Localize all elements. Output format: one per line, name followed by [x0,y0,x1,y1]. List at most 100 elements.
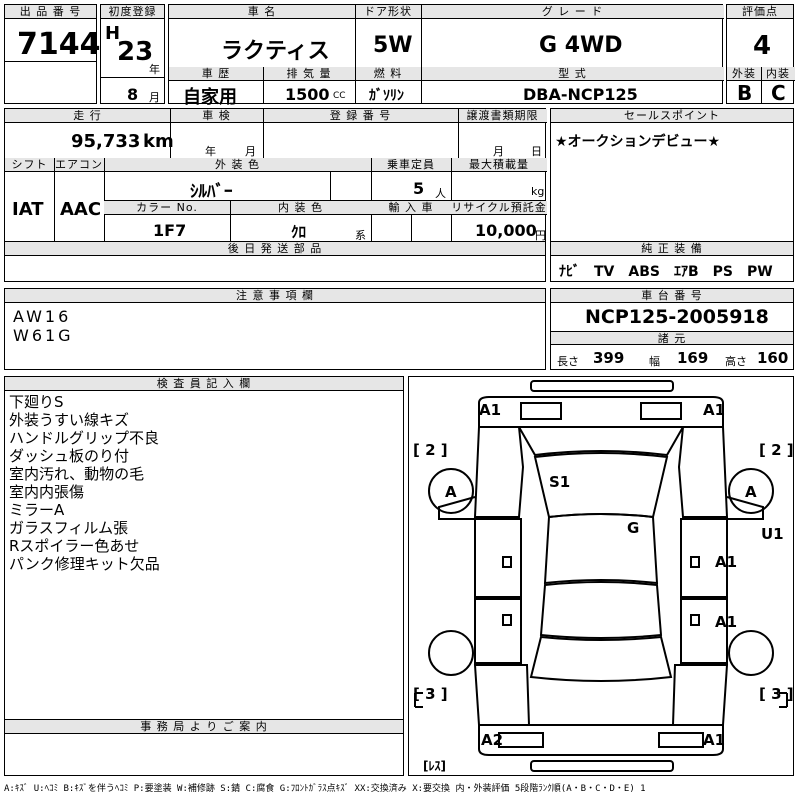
mileage: 95,733 [71,131,141,152]
chassis-label: 車 台 番 号 [551,289,793,303]
recycle: 10,000 [475,221,537,240]
car-name: ラクティス [221,39,330,64]
inspector-line-1: 下廻りS [9,393,64,411]
mark-a1-front-left: A1 [479,401,502,419]
caution-label: 注 意 事 項 欄 [5,289,545,303]
mark-u1-right: U1 [761,525,784,543]
mark-3-left: [ 3 ] [413,685,448,703]
transfer-month-unit: 月 [493,145,504,158]
inspector-label: 検 査 員 記 入 欄 [5,377,403,391]
inspector-line-7: ミラーA [9,501,65,519]
inspection-label: 車 検 [170,109,263,123]
transfer-deadline-label: 譲渡書類期限 [458,109,547,123]
mileage-unit: km [143,131,174,152]
mark-g-roof: G [627,519,640,537]
era: H [105,23,121,44]
history-label: 車 歴 [169,67,263,81]
max-load-label: 最大積載量 [451,158,547,172]
max-load-unit: kg [531,185,545,198]
displacement-unit: CC [333,91,346,101]
month-unit: 月 [149,91,160,104]
mark-2-right: [ 2 ] [759,441,794,459]
inspector-line-10: パンク修理キット欠品 [9,555,160,573]
fuel: ｶﾞｿﾘﾝ [369,88,404,104]
chassis-number: NCP125-2005918 [585,306,769,328]
displacement-label: 排 気 量 [263,67,355,81]
color-no: 1F7 [153,221,187,240]
ac-label: エアコン [54,158,104,172]
car-diagram [414,380,788,772]
grade: G 4WD [539,33,623,58]
inspector-line-5: 室内汚れ、動物の毛 [9,465,145,483]
score-box: 評価点 4 外装 内装 B C [726,4,795,105]
mark-2-left: [ 2 ] [413,441,448,459]
ext-color-label: 外 装 色 [104,158,371,172]
int-color: ｸﾛ [291,223,307,241]
inspector-line-9: Rスポイラー色あせ [9,537,140,555]
exterior-score: B [737,81,753,105]
height-label: 高さ [725,355,747,368]
int-color-label: 内 装 色 [230,201,371,215]
inspector-box: 検 査 員 記 入 欄 下廻りS 外装うすい線キズ ハンドルグリップ不良 ダッシ… [4,376,404,776]
model: DBA-NCP125 [523,85,638,104]
lot-number-label: 出 品 番 号 [5,5,96,19]
width-label: 幅 [649,355,660,368]
mark-a-left-wheel: A [445,483,457,501]
inspection-month-unit: 月 [245,145,256,158]
inspector-notes: 下廻りS 外装うすい線キズ ハンドルグリップ不良 ダッシュ板のり付 室内汚れ、動… [9,393,160,573]
car-name-label: 車 名 [169,5,355,19]
width: 169 [677,349,709,367]
inspector-line-6: 室内内張傷 [9,483,85,501]
mark-a1-rear-right: A1 [703,731,726,749]
inspector-line-2: 外装うすい線キズ [9,411,130,429]
inspection-year-unit: 年 [205,145,216,158]
legend-footer: A:ｷｽﾞ U:ﾍｺﾐ B:ｷｽﾞを伴うﾍｺﾐ P:要塗装 W:補修跡 S:錆 … [4,784,646,794]
mark-a2-rear-left: A2 [481,731,504,749]
fuel-label: 燃 料 [355,67,421,81]
mark-a1-right-door-2: A1 [715,613,738,631]
mark-less: [ﾚｽ] [423,759,446,773]
model-label: 型 式 [421,67,724,81]
mark-s1-windshield: S1 [549,473,571,491]
office-label: 事 務 局 よ り ご 案 内 [5,720,403,734]
displacement: 1500 [285,85,330,104]
inspector-line-4: ダッシュ板のり付 [9,447,130,465]
capacity: 5 [413,179,425,198]
mark-3-right: [ 3 ] [759,685,794,703]
capacity-label: 乗車定員 [371,158,451,172]
door-type: 5W [373,33,413,58]
recycle-label: リサイクル預託金 [451,201,547,215]
shift-label: シフト [5,158,54,172]
sales-point: ★オークションデビュー★ [555,134,721,150]
year: 23 [117,37,154,67]
score: 4 [753,31,772,61]
shift: IAT [12,199,44,220]
length: 399 [593,349,625,367]
interior-label: 内装 [761,67,795,81]
inspector-line-3: ハンドルグリップ不良 [9,429,160,447]
grade-label: グ レ ー ド [421,5,724,19]
year-unit: 年 [149,63,160,76]
transfer-day-unit: 日 [531,145,542,158]
score-label: 評価点 [727,5,793,19]
exterior-label: 外装 [727,67,761,81]
reg-number-label: 登 録 番 号 [263,109,458,123]
int-color-unit: 系 [355,229,366,242]
later-parts-label: 後 日 発 送 部 品 [5,242,545,256]
mark-a1-front-right: A1 [703,401,726,419]
sales-point-label: セールスポイント [551,109,793,123]
car-diagram-box: A1 A1 [ 2 ] [ 2 ] A A S1 G U1 A1 A1 [ 3 … [408,376,794,776]
inspector-line-8: ガラスフィルム張 [9,519,129,537]
mileage-label: 走 行 [5,109,170,123]
history: 自家用 [183,87,237,108]
import-label: 輸 入 車 [371,201,451,215]
vehicle-details-box: 走 行 車 検 登 録 番 号 譲渡書類期限 95,733 km 年 月 月 日… [4,108,547,282]
length-label: 長さ [557,355,579,368]
first-reg-label: 初度登録 [101,5,164,19]
door-label: ドア形状 [355,5,421,19]
caution-line-2: W61G [13,326,74,345]
mark-a-right-wheel: A [745,483,757,501]
lot-number-box: 出 品 番 号 7144 [4,4,101,104]
mark-a1-right-door-1: A1 [715,553,738,571]
equipment-label: 純 正 装 備 [551,242,793,256]
